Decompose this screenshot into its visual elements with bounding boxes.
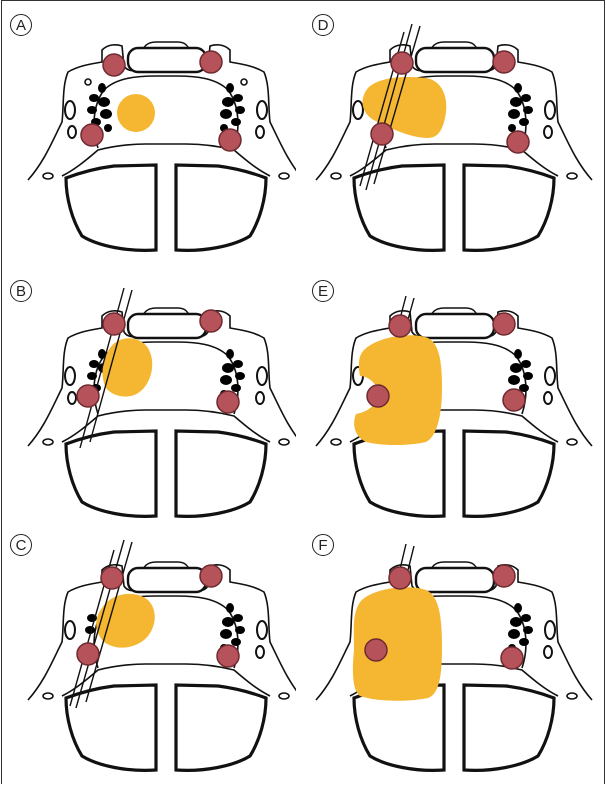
panel-label-a: A — [10, 14, 32, 36]
vessel-upper-right — [200, 310, 222, 332]
vessel-lower-left — [371, 123, 393, 145]
vessel-lower-left — [81, 124, 103, 146]
panel-label-b: B — [10, 280, 32, 302]
vertebra-outline — [316, 308, 592, 516]
vessel-upper-right — [493, 565, 515, 587]
vertebra-outline — [28, 42, 296, 250]
spine-cross-section-c — [6, 530, 296, 788]
vertebra-outline — [28, 562, 296, 770]
nerve-fiber-cluster-right — [220, 349, 245, 398]
panel-e: E — [308, 276, 598, 534]
spine-cross-section-f — [308, 530, 598, 788]
figure-border-right — [604, 0, 605, 784]
vessel-lower-left — [77, 385, 99, 407]
panel-a: A — [6, 10, 296, 268]
vertebra-outline — [316, 42, 592, 250]
vessel-encased-left — [365, 639, 387, 661]
figure-border-top — [1, 0, 605, 1]
vessel-lower-left — [77, 643, 99, 665]
vessel-upper-left — [103, 54, 125, 76]
vessel-upper-left — [391, 52, 413, 74]
tumor-mass — [96, 594, 155, 648]
panel-label-e: E — [312, 280, 334, 302]
panel-d: D — [308, 10, 598, 268]
panel-label-d: D — [312, 14, 334, 36]
vessel-lower-right — [219, 129, 241, 151]
vessel-upper-right — [493, 51, 515, 73]
nerve-fiber-cluster-right — [220, 83, 245, 132]
panel-b: B — [6, 276, 296, 534]
nerve-fiber-cluster-right — [508, 603, 533, 652]
panel-label-c: C — [10, 534, 32, 556]
spine-cross-section-b — [6, 276, 296, 534]
vessel-upper-left — [389, 315, 411, 337]
vessel-lower-right — [503, 389, 525, 411]
tumor-mass — [117, 94, 155, 132]
panel-label-f: F — [312, 534, 334, 556]
figure-border-left — [1, 0, 2, 784]
vessel-lower-right — [507, 131, 529, 153]
spine-cross-section-e — [308, 276, 598, 534]
vessel-upper-left — [103, 313, 125, 335]
vessel-upper-right — [200, 51, 222, 73]
vessel-lower-right — [217, 645, 239, 667]
vessel-upper-left — [389, 567, 411, 589]
vessel-upper-left — [101, 567, 123, 589]
vertebra-outline — [28, 308, 296, 516]
vessel-encased-left — [367, 385, 389, 407]
nerve-fiber-cluster-right — [508, 83, 533, 132]
vessel-lower-right — [501, 647, 523, 669]
nerve-fiber-cluster-right — [220, 603, 245, 652]
spine-cross-section-d — [308, 10, 598, 268]
vessel-lower-right — [217, 391, 239, 413]
tumor-mass — [354, 335, 442, 445]
vessel-upper-right — [493, 313, 515, 335]
panel-c: C — [6, 530, 296, 788]
spine-cross-section-a — [6, 10, 296, 268]
panel-f: F — [308, 530, 598, 788]
vessel-upper-right — [200, 565, 222, 587]
